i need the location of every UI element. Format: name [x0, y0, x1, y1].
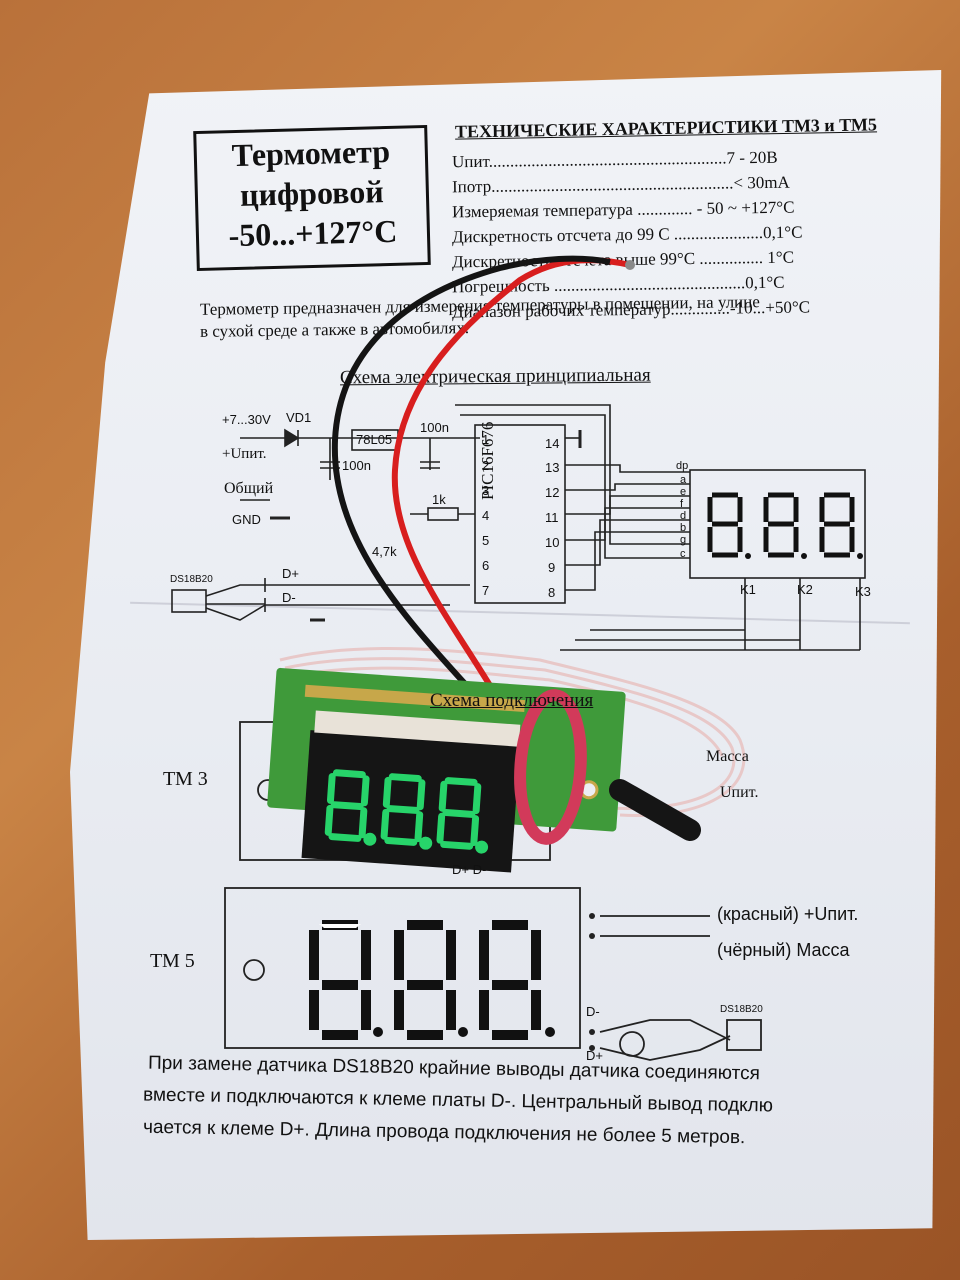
label-k3: K3 — [855, 584, 871, 599]
segment-label: f — [680, 498, 684, 510]
label-tm5-dplus: D+ — [586, 1048, 603, 1063]
pin-number: 3 — [482, 483, 490, 498]
label-res2: 4,7k — [372, 544, 397, 559]
label-dplus: D+ — [282, 566, 299, 581]
label-common: Общий — [224, 480, 274, 497]
pin-number: 11 — [545, 510, 559, 525]
label-k2: K2 — [797, 582, 813, 597]
label-tm3-mass: Масса — [706, 748, 749, 765]
pin-number: 6 — [482, 558, 490, 573]
segment-label: e — [680, 486, 687, 498]
label-sensor: DS18B20 — [170, 574, 213, 585]
pin-number: 1 — [482, 432, 490, 447]
pin-number: 13 — [545, 460, 560, 475]
label-black-wire: (чёрный) Масса — [717, 940, 850, 960]
pin-number: 12 — [545, 485, 560, 500]
segment-label: c — [680, 548, 686, 560]
label-vd: VD1 — [286, 410, 312, 425]
label-tm3-pit: Uпит. — [720, 784, 759, 801]
segment-label: d — [680, 510, 687, 522]
label-cap1: 100n — [420, 420, 449, 435]
segment-label: a — [680, 474, 687, 486]
pin-number: 9 — [548, 560, 556, 575]
label-cap2: 100n — [342, 458, 371, 473]
label-regulator: 78L05 — [356, 432, 393, 447]
label-dminus: D- — [282, 590, 296, 605]
segment-label: dp — [676, 460, 689, 472]
label-power-in: +7...30V — [222, 412, 271, 427]
pin-number: 4 — [482, 508, 490, 523]
segment-label: g — [680, 534, 687, 546]
label-red-wire: (красный) +Uпит. — [717, 904, 859, 924]
pin-number: 10 — [545, 535, 560, 550]
label-sensor-tm5: DS18B20 — [720, 1004, 763, 1015]
label-board-pins: D+ D- — [452, 862, 487, 877]
pin-number: 14 — [545, 436, 560, 451]
label-tm5: ТМ 5 — [150, 950, 195, 972]
pin-number: 5 — [482, 533, 490, 548]
pin-number: 7 — [482, 583, 490, 598]
label-tm5-dminus: D- — [586, 1004, 600, 1019]
pin-number: 8 — [548, 585, 556, 600]
label-gnd: GND — [232, 512, 261, 527]
connection-heading: Схема подключения — [430, 690, 594, 711]
pin-number: 2 — [482, 458, 490, 473]
label-k1: K1 — [740, 582, 756, 597]
segment-label: b — [680, 522, 687, 534]
label-tm3: ТМ 3 — [163, 768, 208, 790]
label-upit: +Uпит. — [222, 446, 267, 462]
label-res: 1k — [432, 492, 446, 507]
